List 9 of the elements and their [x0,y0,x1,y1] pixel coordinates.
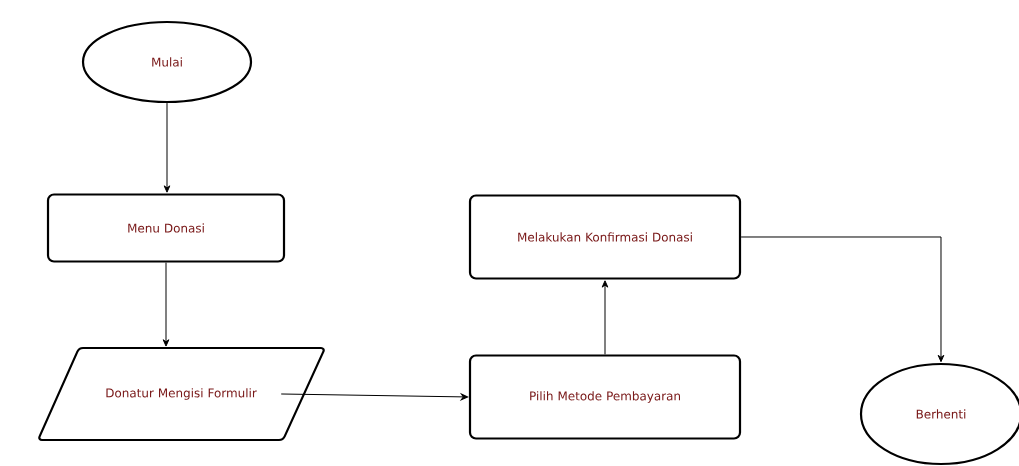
arrow [163,102,171,193]
arrow [280,393,469,401]
input-parallelogram: Donatur Mengisi Formulir [38,346,325,442]
arrow [740,236,945,363]
arrow [162,262,170,347]
process-box: Menu Donasi [46,193,286,263]
process-box: Pilih Metode Pembayaran [468,354,742,440]
process-box: Melakukan Konfirmasi Donasi [468,194,742,280]
arrow [601,280,609,355]
